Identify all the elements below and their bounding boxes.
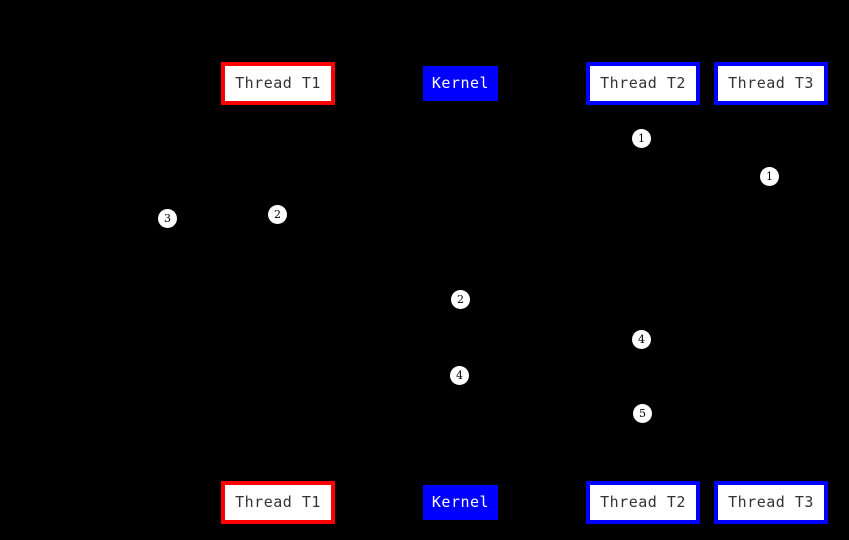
participant-label: Thread T1 bbox=[235, 493, 321, 511]
participant-thread-t2-top[interactable]: Thread T2 bbox=[586, 62, 700, 105]
participant-label: Thread T2 bbox=[600, 74, 686, 92]
sequence-badge: 4 bbox=[632, 330, 651, 349]
participant-thread-t1-top[interactable]: Thread T1 bbox=[221, 62, 335, 105]
lifeline-thread-t2 bbox=[643, 105, 644, 481]
message-arrow-4 bbox=[278, 300, 460, 301]
sequence-badge: 3 bbox=[158, 209, 177, 228]
sequence-badge: 1 bbox=[632, 129, 651, 148]
lifeline-thread-t1 bbox=[278, 105, 279, 481]
message-arrow-6 bbox=[460, 376, 643, 377]
participant-thread-t3-bottom[interactable]: Thread T3 bbox=[714, 481, 828, 524]
sequence-badge-number: 2 bbox=[274, 208, 281, 221]
sequence-badge-number: 4 bbox=[456, 369, 463, 382]
participant-label: Thread T1 bbox=[235, 74, 321, 92]
participant-label: Thread T2 bbox=[600, 493, 686, 511]
participant-label: Kernel bbox=[431, 493, 490, 511]
participant-kernel-top[interactable]: Kernel bbox=[423, 66, 498, 101]
sequence-badge: 1 bbox=[760, 167, 779, 186]
participant-thread-t1-bottom[interactable]: Thread T1 bbox=[221, 481, 335, 524]
sequence-badge-number: 1 bbox=[638, 132, 645, 145]
sequence-badge-number: 4 bbox=[638, 333, 645, 346]
sequence-badge: 4 bbox=[450, 366, 469, 385]
message-arrow-5 bbox=[460, 340, 643, 341]
participant-thread-t2-bottom[interactable]: Thread T2 bbox=[586, 481, 700, 524]
participant-thread-t3-top[interactable]: Thread T3 bbox=[714, 62, 828, 105]
message-arrow-2 bbox=[278, 177, 771, 178]
participant-label: Thread T3 bbox=[728, 493, 814, 511]
participant-label: Kernel bbox=[431, 74, 490, 92]
sequence-badge: 5 bbox=[633, 404, 652, 423]
participant-label: Thread T3 bbox=[728, 74, 814, 92]
sequence-badge: 2 bbox=[268, 205, 287, 224]
sequence-badge: 2 bbox=[451, 290, 470, 309]
sequence-badge-number: 2 bbox=[457, 293, 464, 306]
message-arrow-1 bbox=[643, 139, 771, 140]
sequence-badge-number: 3 bbox=[164, 212, 171, 225]
lifeline-thread-t3 bbox=[771, 105, 772, 481]
message-arrow-7 bbox=[460, 414, 643, 415]
sequence-badge-number: 1 bbox=[766, 170, 773, 183]
participant-kernel-bottom[interactable]: Kernel bbox=[423, 485, 498, 520]
sequence-badge-number: 5 bbox=[639, 407, 646, 420]
message-arrow-3 bbox=[168, 219, 278, 220]
